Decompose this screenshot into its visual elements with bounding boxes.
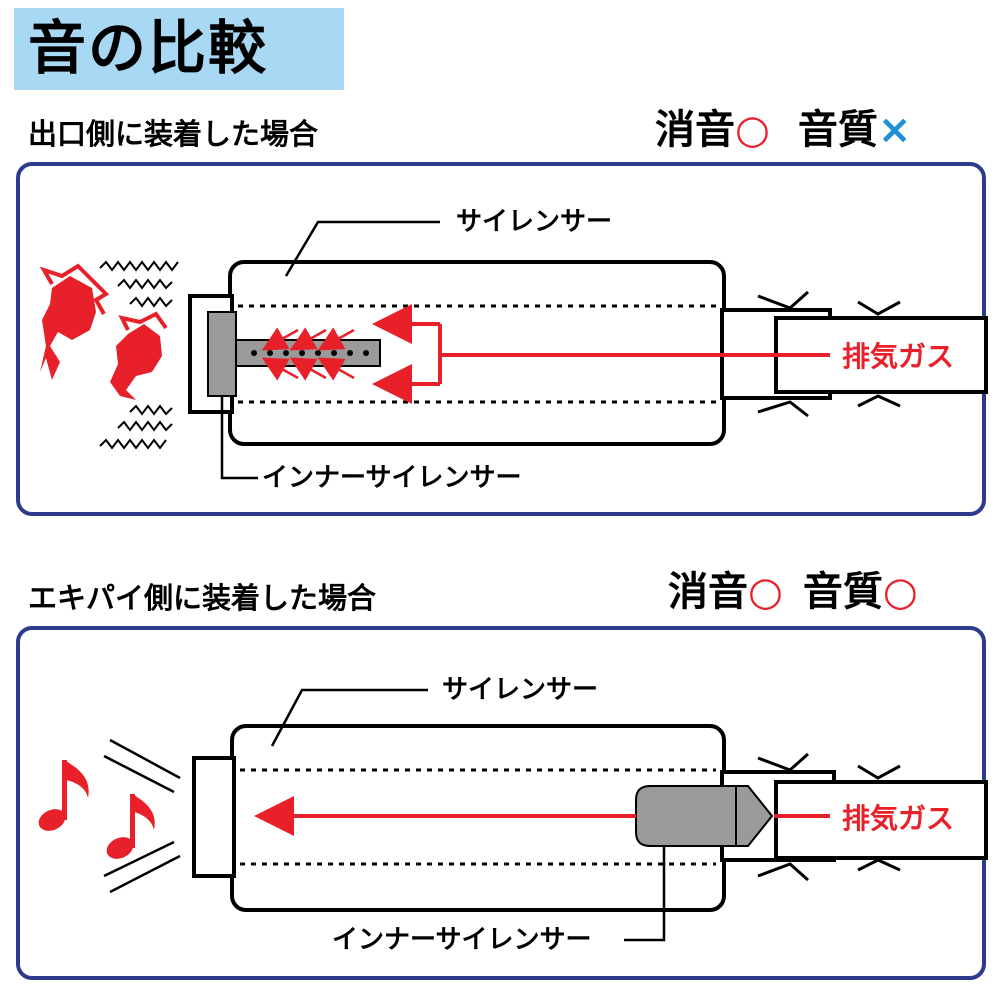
section2-silencer-leader [270,688,428,747]
section2-inner-leader [624,846,666,942]
section1-silencer-label: サイレンサー [456,207,612,237]
section2-outlet-cap [192,756,236,878]
section2-sound-mark: ○ [748,569,783,615]
section1-inner-leader [220,396,258,480]
section2-silencer-label: サイレンサー [442,675,598,705]
section2-sound-lines [103,738,181,894]
section2-music-note-icon [38,760,155,859]
section2-rating: 消音○ 音質○ [668,566,918,618]
section1-rating: 消音○ 音質× [655,104,911,156]
section1-inner-label: インナーサイレンサー [262,463,521,493]
section1-sound-mark: ○ [735,107,770,153]
section1-quality-label: 音質 [797,107,878,153]
section1-sound-label: 消音 [655,107,735,153]
section1-inner-silencer [207,311,381,397]
section2-quality-mark: ○ [882,569,918,615]
section2-sound-label: 消音 [668,569,748,615]
section1-silencer-leader [284,220,440,277]
section2-diagram: サイレンサー インナーサイレンサー 排気ガス [38,675,988,955]
section2-inner-silencer [635,785,774,847]
page-title: 音の比較 [28,14,269,82]
section2-exhaust-pipe [774,780,988,860]
section1-clamps [757,290,901,418]
section2-quality-label: 音質 [802,569,883,615]
section2-clamps [757,752,901,882]
section1-gas-label: 排気ガス [842,340,954,373]
title-banner [14,8,344,90]
section2-gas-label: 排気ガス [842,802,954,835]
section2-inner-label: インナーサイレンサー [332,925,591,955]
section1-harsh-sound-icon [39,260,179,450]
section1-quality-mark: × [877,107,912,153]
section1-gas-flow [261,304,830,404]
section2-heading: エキパイ側に装着した場合 [28,581,377,615]
section1-diagram: サイレンサー インナーサイレンサー 排気ガス [39,207,988,493]
section1-heading: 出口側に装着した場合 [28,117,319,151]
